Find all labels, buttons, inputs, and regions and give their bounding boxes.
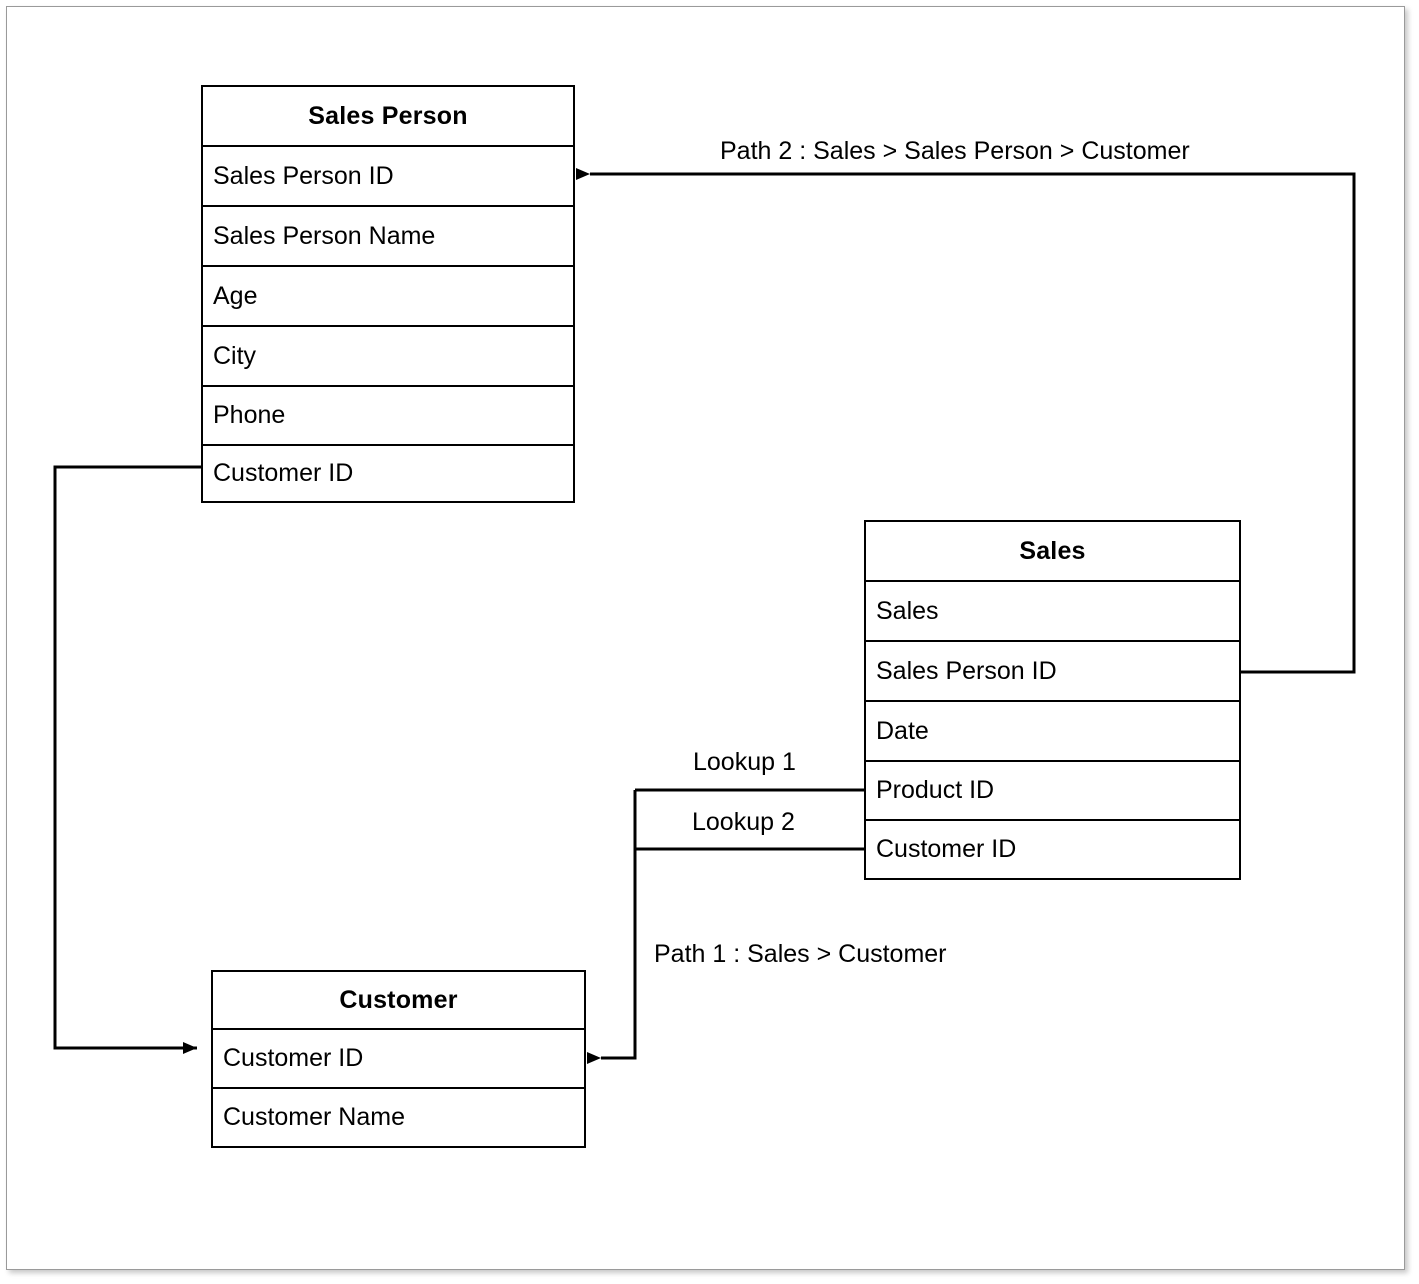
field-sales-sales-person-id[interactable]: Sales Person ID — [866, 642, 1239, 702]
entity-sales-person-title: Sales Person — [203, 87, 573, 147]
field-customer-customer-name[interactable]: Customer Name — [223, 1103, 405, 1131]
field-sales-sales[interactable]: Sales — [866, 582, 1239, 642]
field-sales-person-sales-person-name[interactable]: Sales Person Name — [203, 207, 573, 267]
edge-label-path-2: Path 2 : Sales > Sales Person > Customer — [716, 137, 1194, 166]
field-sales-customer-id[interactable]: Customer ID — [876, 835, 1017, 863]
field-sales-date[interactable]: Date — [866, 702, 1239, 762]
edge-label-lookup-1: Lookup 1 — [689, 748, 800, 777]
connector-sales-person-to-customer — [53, 465, 201, 1054]
field-sales-person-phone[interactable]: Phone — [203, 387, 573, 446]
entity-customer-title: Customer — [213, 972, 584, 1030]
entity-customer[interactable]: Customer Customer ID Customer Name — [211, 970, 586, 1148]
field-sales-product-id[interactable]: Product ID — [866, 762, 1239, 821]
field-sales-person-customer-id[interactable]: Customer ID — [213, 459, 354, 487]
field-sales-person-sales-person-id[interactable]: Sales Person ID — [203, 147, 573, 207]
connector-sales-to-sales-person — [576, 168, 1356, 674]
edge-label-path-1: Path 1 : Sales > Customer — [650, 940, 951, 969]
field-sales-person-age[interactable]: Age — [203, 267, 573, 327]
entity-sales-person[interactable]: Sales Person Sales Person ID Sales Perso… — [201, 85, 575, 503]
field-customer-customer-id[interactable]: Customer ID — [213, 1030, 584, 1089]
entity-sales[interactable]: Sales Sales Sales Person ID Date Product… — [864, 520, 1241, 880]
entity-sales-title: Sales — [866, 522, 1239, 582]
field-sales-person-city[interactable]: City — [203, 327, 573, 387]
connector-path-1-to-customer — [587, 790, 637, 1064]
edge-label-lookup-2: Lookup 2 — [688, 808, 799, 837]
